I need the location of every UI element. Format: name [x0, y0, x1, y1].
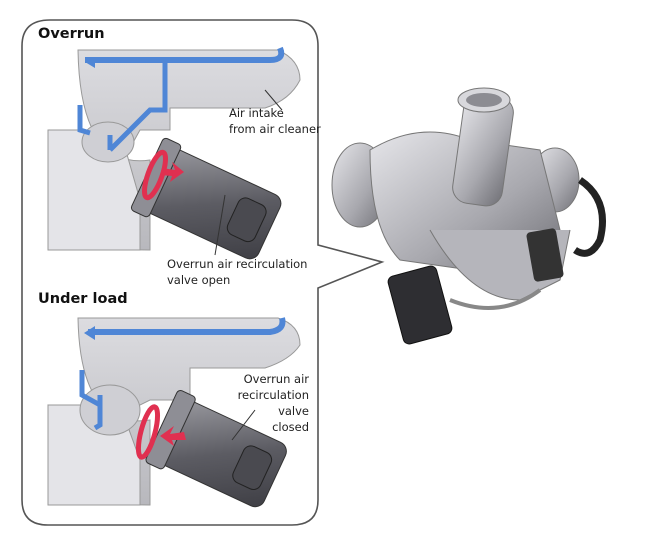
valve-open-label-line2: valve open	[167, 273, 231, 287]
under-load-cutaway	[47, 317, 301, 508]
under-load-title: Under load	[38, 291, 128, 307]
valve-closed-label-line2: recirculation	[237, 388, 309, 402]
valve-closed-label-line1: Overrun air	[243, 372, 309, 386]
valve-closed-label-line4: closed	[272, 420, 309, 434]
air-intake-label-line2: from air cleaner	[229, 122, 321, 136]
valve-closed-label: Overrun air recirculation valve closed	[238, 371, 309, 435]
valve-closed-label-line3: valve	[278, 404, 309, 418]
valve-open-label-line1: Overrun air recirculation	[167, 257, 308, 271]
overrun-cutaway	[47, 46, 301, 260]
overrun-title: Overrun	[38, 26, 105, 42]
turbocharger-illustration	[331, 87, 606, 345]
air-intake-label-line1: Air intake	[229, 106, 284, 120]
